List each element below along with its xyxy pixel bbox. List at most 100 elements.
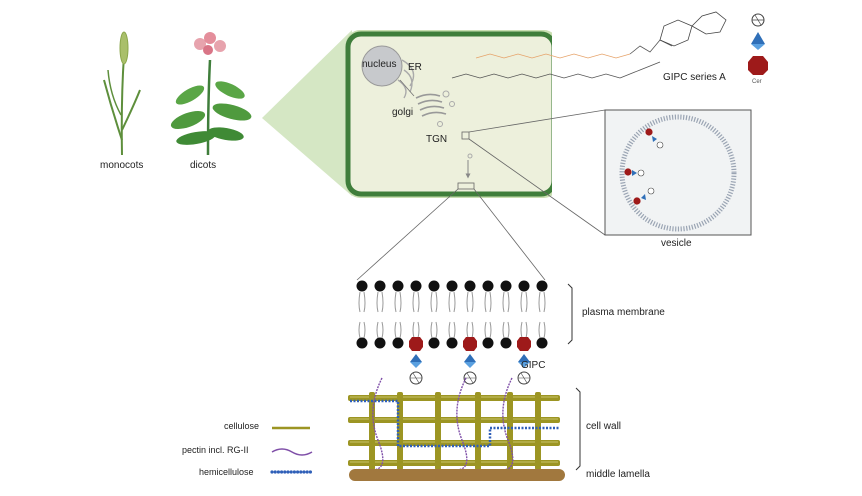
gipc-triangle-top [464,354,476,362]
lipid-head-top [500,280,512,292]
hemicellulose-dot [273,470,277,474]
pectin-chain [371,377,384,471]
hemicellulose-dot [289,470,293,474]
lipid-tail-bottom [520,321,528,339]
lipid-tail-top [394,291,402,313]
lipid-tail-bottom [394,321,402,339]
plant-cell [345,30,562,200]
zoom-wedge [262,30,352,196]
cell-wall-bracket [575,387,581,471]
legend-pectin-line [271,448,313,456]
middle-lamella-bar [349,469,565,481]
hemicellulose-chain [350,399,560,448]
lipid-tail-top [484,291,492,313]
pectin-chain [455,377,468,471]
dicots-label: dicots [190,160,217,171]
golgi-label: golgi [392,107,414,118]
legend-hemicellulose-line [270,470,312,474]
gipc-triangle-bottom [410,362,422,368]
er-organelle [397,59,415,99]
lipid-head-top [356,280,368,292]
lipid-tail-bottom [466,321,474,339]
lipid-head-top [446,280,458,292]
legend-cellulose-label: cellulose [224,421,260,431]
lipid-head-top [482,280,494,292]
gipc-triangle-top [410,354,422,362]
cellulose-fibril-vertical [435,392,441,470]
hemicellulose-dot [286,470,290,474]
gipc-series-title: GIPC series A [663,72,726,83]
cellulose-fibril-vertical [369,392,375,470]
tgn-vesicle-marker [461,131,470,140]
lipid-head-top [392,280,404,292]
lipid-head-bottom [500,337,512,349]
lipid-tail-bottom [412,321,420,339]
cell-wall-network [348,377,560,471]
cer-label: Cer [752,79,762,85]
gipc-triangle-bottom [518,362,530,368]
membrane-zoom-marker [457,182,475,190]
lipid-head-bottom [536,337,548,349]
gipc-triangle-top [518,354,530,362]
gipc-label: GIPC [521,360,546,371]
gipc-triangle-bottom [464,362,476,368]
hemicellulose-dot [299,470,303,474]
cellulose-fibril-vertical [507,392,513,470]
hemicellulose-dot [302,470,306,474]
vesicle-label: vesicle [661,238,692,249]
lipid-tail-top [448,291,456,313]
lipid-head-top [464,280,476,292]
cell-wall-label: cell wall [586,421,622,432]
gipc-ceramide [517,337,531,351]
plasma-membrane-label: plasma membrane [582,307,665,318]
monocot-plant-icon [103,31,141,156]
hemicellulose-dot [296,470,300,474]
hemicellulose-dot [280,470,284,474]
lipid-head-top [518,280,530,292]
gipc-sugar-mark [518,372,530,384]
gipc-symbol-legend [748,13,768,75]
lipid-tail-top [358,291,366,313]
legend-hemicellulose-label: hemicellulose [199,467,254,477]
lipid-tail-top [412,291,420,313]
monocots-label: monocots [100,160,144,171]
lipid-head-bottom [356,337,368,349]
lipid-tail-bottom [358,321,366,339]
gipc-ceramide [409,337,423,351]
lipid-tail-bottom [484,321,492,339]
lipid-tail-top [538,291,546,313]
nucleus-label: nucleus [362,59,397,70]
lipid-tail-top [466,291,474,313]
hemicellulose-dot [283,470,287,474]
lipid-tail-top [430,291,438,313]
vesicle-membrane [619,114,737,232]
lipid-head-bottom [446,337,458,349]
lipid-tail-top [376,291,384,313]
lipid-head-top [536,280,548,292]
middle-lamella-label: middle lamella [586,469,650,480]
golgi-organelle [415,93,447,117]
lipid-tail-top [502,291,510,313]
lipid-tail-bottom [376,321,384,339]
legend-pectin-label: pectin incl. RG-II [182,445,249,455]
lipid-tail-bottom [448,321,456,339]
cellulose-fibril-vertical [397,392,403,470]
lipid-tail-bottom [502,321,510,339]
cellulose-fibril-vertical [535,392,541,470]
er-label: ER [408,62,422,73]
vesicle-gipc-marks [624,128,664,205]
lipid-head-top [374,280,386,292]
plasma-membrane-bilayer [356,280,548,385]
hemicellulose-dot [292,470,296,474]
lipid-head-bottom [392,337,404,349]
lipid-head-top [428,280,440,292]
lipid-tail-top [520,291,528,313]
gipc-sugar-mark [410,372,422,384]
hemicellulose-dot [276,470,280,474]
dicot-plant-icon [170,32,252,156]
lipid-head-bottom [428,337,440,349]
tgn-label: TGN [426,134,448,145]
cellulose-fibril-horizontal [348,460,560,466]
lipid-head-top [410,280,422,292]
lipid-tail-bottom [430,321,438,339]
